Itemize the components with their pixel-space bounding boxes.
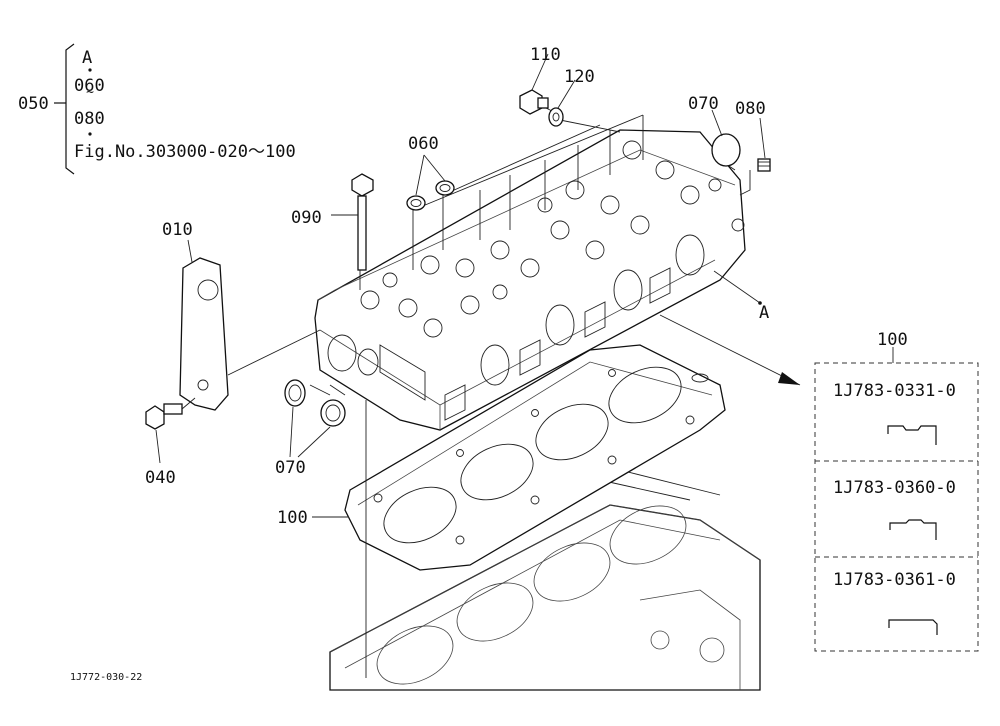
- cap-070-top: [711, 109, 741, 167]
- label-050: 050: [18, 94, 49, 114]
- label-100-box: 100: [877, 330, 908, 350]
- label-a-top: A: [82, 48, 92, 68]
- label-070-bottom: 070: [275, 458, 306, 478]
- gasket-option-part-2: 1J783-0360-0: [833, 478, 956, 498]
- engine-block-drawing: [329, 469, 761, 691]
- assembly-reference-bracket: ~: [54, 43, 94, 175]
- head-gasket-drawing: [344, 344, 726, 571]
- bolt-090: [331, 173, 374, 271]
- label-100-gasket: 100: [277, 508, 308, 528]
- label-040: 040: [145, 468, 176, 488]
- label-060-range: 060: [74, 76, 105, 96]
- plug-bolt-110: [519, 53, 549, 115]
- gasket-option-part-3: 1J783-0361-0: [833, 570, 956, 590]
- seals-070-lower: [284, 379, 346, 458]
- label-110: 110: [530, 45, 561, 65]
- label-080-range: 080: [74, 109, 105, 129]
- washer-120: [548, 79, 576, 127]
- plate-010: [179, 239, 321, 411]
- label-120: 120: [564, 67, 595, 87]
- label-060: 060: [408, 134, 439, 154]
- label-080: 080: [735, 99, 766, 119]
- cylinder-head-drawing: [314, 129, 746, 431]
- figure-reference: Fig.No.303000-020～100: [74, 142, 296, 162]
- gasket-options-box: [814, 347, 979, 652]
- label-010: 010: [162, 220, 193, 240]
- assembly-guide-lines: [359, 104, 751, 678]
- seals-060: [406, 154, 455, 211]
- plug-080: [757, 117, 771, 172]
- gasket-option-part-1: 1J783-0331-0: [833, 381, 956, 401]
- label-090: 090: [291, 208, 322, 228]
- callout-lines: [312, 270, 801, 518]
- label-a-side: A: [759, 303, 769, 323]
- bolt-040: [145, 397, 196, 464]
- footer-drawing-code: 1J772-030-22: [70, 672, 142, 683]
- svg-text:~: ~: [86, 85, 94, 100]
- label-070-top: 070: [688, 94, 719, 114]
